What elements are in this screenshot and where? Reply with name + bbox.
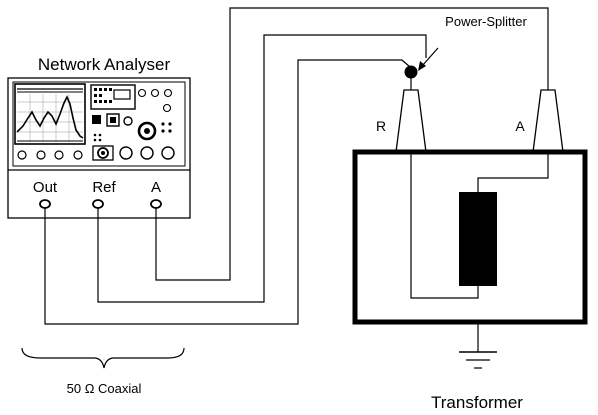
bushing-a-label: A: [515, 118, 525, 134]
screen-trace: [16, 95, 84, 139]
bushing-r: [395, 89, 427, 153]
transformer-label: Transformer: [431, 393, 523, 412]
port-out-connector: [39, 199, 51, 209]
bushing-r-label: R: [376, 118, 386, 134]
analyser-knob-row: [17, 150, 83, 160]
cable-out-to-splitter: [44, 59, 411, 325]
cable-a-to-bushing-a: [155, 7, 549, 281]
ground-symbol: [459, 324, 497, 369]
coax-label: 50 Ω Coaxial: [67, 381, 142, 396]
port-ref-label: Ref: [92, 179, 116, 196]
power-splitter-label: Power-Splitter: [445, 14, 527, 29]
network-analyser-title: Network Analyser: [38, 55, 171, 74]
port-out-label: Out: [33, 179, 58, 196]
transformer-winding: [459, 192, 497, 286]
port-a-label: A: [151, 179, 161, 196]
bushing-a: [532, 89, 564, 153]
omega-symbol: Ω: [85, 381, 95, 396]
power-splitter-node: [404, 65, 418, 79]
analyser-screen: [14, 83, 86, 145]
port-ref-connector: [92, 199, 104, 209]
power-splitter-arrow: [421, 47, 439, 67]
coaxial-cables: [44, 7, 549, 325]
coax-brace: [21, 347, 185, 369]
network-analyser: Out Ref A: [7, 77, 191, 219]
analyser-control-panel: [90, 84, 175, 161]
port-a-connector: [150, 199, 162, 209]
cable-ref-to-splitter: [97, 34, 427, 303]
